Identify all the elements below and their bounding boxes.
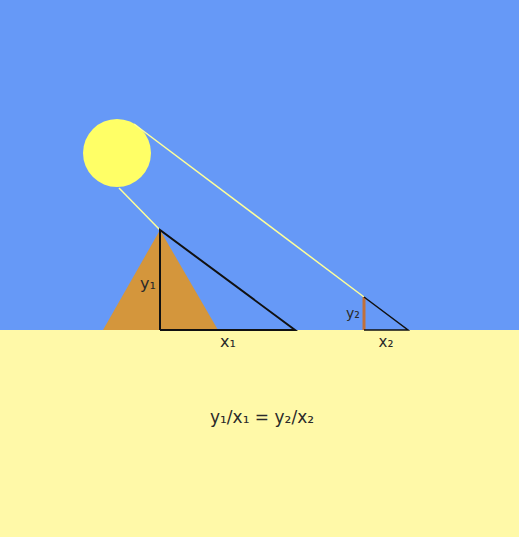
dimension-label: y₂ <box>346 306 360 320</box>
sky <box>0 0 519 330</box>
sun-ray <box>119 188 160 230</box>
stick-triangle <box>364 297 408 330</box>
dimension-label: x₂ <box>379 335 394 350</box>
stick <box>363 297 366 330</box>
dimension-label: y₁ <box>140 276 156 292</box>
dimension-label: x₁ <box>220 334 236 350</box>
formula: y₁/x₁ = y₂/x₂ <box>210 409 314 426</box>
pyramid-triangle <box>160 230 295 330</box>
sand <box>0 330 519 537</box>
